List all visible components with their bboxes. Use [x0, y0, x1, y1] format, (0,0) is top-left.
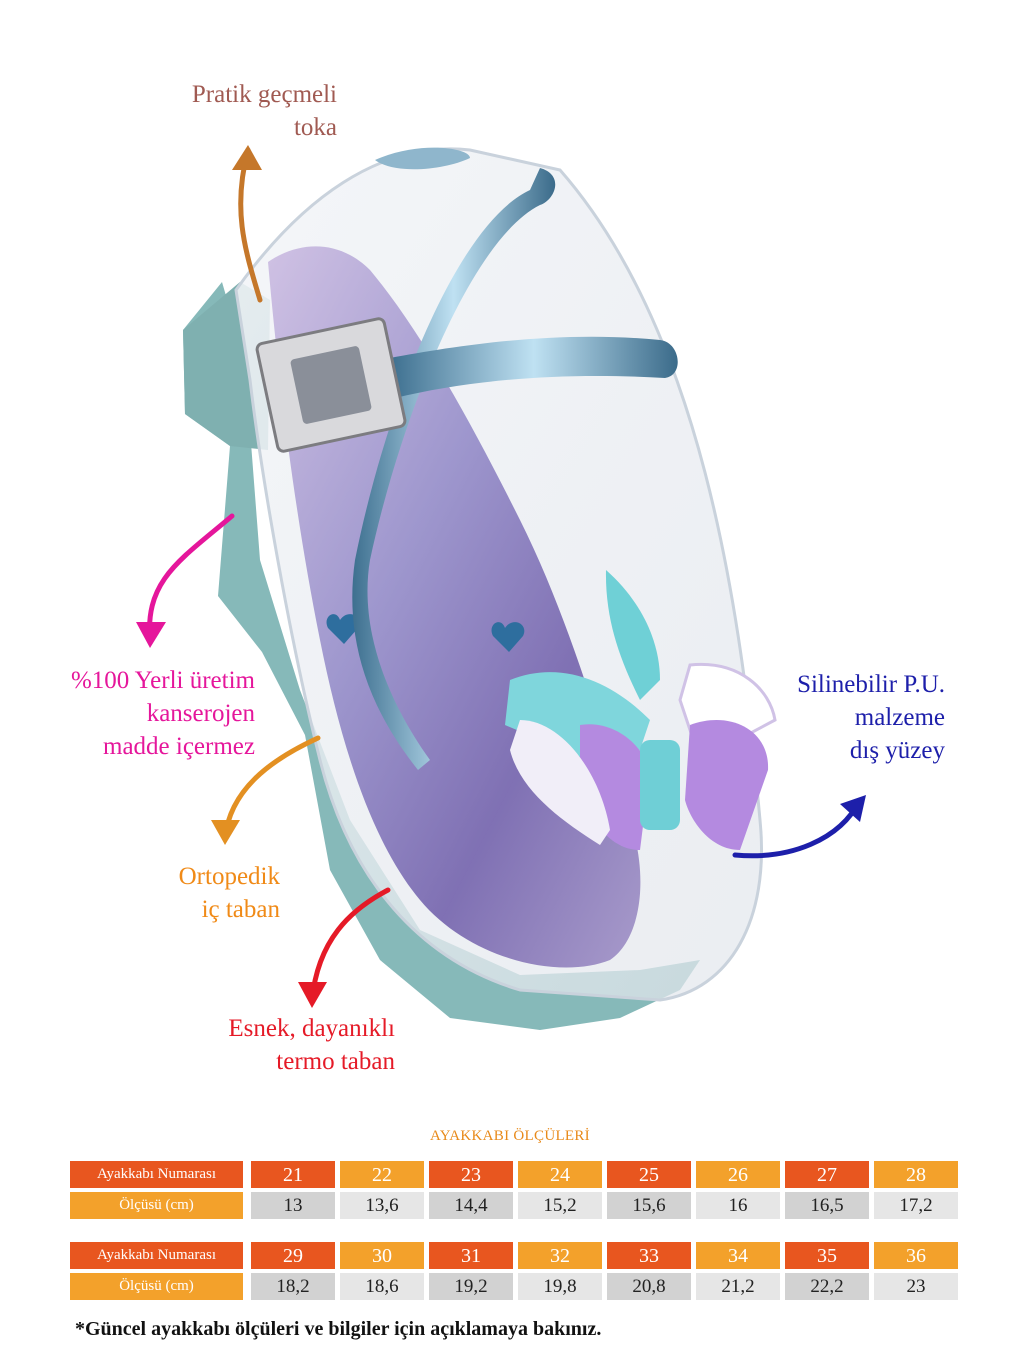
feature-domestic-line-2: kanserojen — [146, 700, 255, 727]
length-cell: 13,6 — [340, 1192, 424, 1219]
feature-insole-line-1: Ortopedik — [178, 863, 280, 890]
size-cell: 22 — [340, 1161, 424, 1188]
length-cell: 14,4 — [429, 1192, 513, 1219]
feature-domestic: %100 Yerli üretim kanserojen madde içerm… — [71, 664, 255, 763]
feature-surface: Silinebilir P.U. malzeme dış yüzey — [797, 668, 945, 767]
size-cell: 25 — [607, 1161, 691, 1188]
size-cell: 29 — [251, 1242, 335, 1269]
length-cell: 15,6 — [607, 1192, 691, 1219]
size-row-label: Ayakkabı Numarası — [70, 1161, 243, 1188]
surface-arrow — [732, 797, 863, 859]
size-cell: 31 — [429, 1242, 513, 1269]
feature-insole-line-2: iç taban — [201, 896, 280, 923]
feature-domestic-line-1: %100 Yerli üretim — [70, 667, 255, 694]
size-cell: 24 — [518, 1161, 602, 1188]
feature-surface-line-1: Silinebilir P.U. — [797, 671, 945, 698]
length-row-label: Ölçüsü (cm) — [70, 1273, 243, 1300]
rim-strap — [352, 168, 556, 770]
feature-surface-line-3: dış yüzey — [849, 737, 945, 764]
size-cell: 35 — [785, 1242, 869, 1269]
feature-buckle-line-1: Pratik geçmeli — [191, 81, 337, 108]
length-cell: 19,2 — [429, 1273, 513, 1300]
shoe-image — [183, 147, 777, 1030]
sole-arrow — [309, 887, 391, 1003]
length-cell: 13 — [251, 1192, 335, 1219]
feature-sole: Esnek, dayanıklı termo taban — [228, 1012, 395, 1078]
feature-insole: Ortopedik iç taban — [179, 860, 280, 926]
size-cell: 32 — [518, 1242, 602, 1269]
length-cell: 18,2 — [251, 1273, 335, 1300]
domestic-arrow — [147, 513, 235, 643]
footnote: *Güncel ayakkabı ölçüleri ve bilgiler iç… — [75, 1318, 602, 1340]
length-cell: 23 — [874, 1273, 958, 1300]
size-cell: 36 — [874, 1242, 958, 1269]
length-cell: 19,8 — [518, 1273, 602, 1300]
feature-surface-line-2: malzeme — [854, 704, 945, 731]
length-cell: 22,2 — [785, 1273, 869, 1300]
buckle-arrow — [238, 147, 263, 303]
size-cell: 21 — [251, 1161, 335, 1188]
size-cell: 23 — [429, 1161, 513, 1188]
glitter-bow — [505, 570, 777, 850]
size-cell: 27 — [785, 1161, 869, 1188]
size-cell: 26 — [696, 1161, 780, 1188]
size-table-title: AYAKKABI ÖLÇÜLERİ — [430, 1128, 590, 1144]
callout-arrows — [136, 145, 866, 1008]
feature-sole-line-1: Esnek, dayanıklı — [228, 1015, 395, 1042]
feature-buckle-line-2: toka — [293, 114, 337, 141]
size-cell: 33 — [607, 1242, 691, 1269]
length-cell: 16,5 — [785, 1192, 869, 1219]
length-cell: 17,2 — [874, 1192, 958, 1219]
length-cell: 18,6 — [340, 1273, 424, 1300]
length-row-label: Ölçüsü (cm) — [70, 1192, 243, 1219]
length-cell: 16 — [696, 1192, 780, 1219]
length-cell: 15,2 — [518, 1192, 602, 1219]
feature-sole-line-2: termo taban — [276, 1048, 395, 1075]
ankle-strap — [390, 336, 678, 398]
feature-buckle: Pratik geçmeli toka — [192, 78, 337, 144]
size-row-label: Ayakkabı Numarası — [70, 1242, 243, 1269]
length-cell: 21,2 — [696, 1273, 780, 1300]
size-cell: 30 — [340, 1242, 424, 1269]
size-cell: 34 — [696, 1242, 780, 1269]
size-cell: 28 — [874, 1161, 958, 1188]
length-cell: 20,8 — [607, 1273, 691, 1300]
feature-domestic-line-3: madde içermez — [103, 733, 255, 760]
